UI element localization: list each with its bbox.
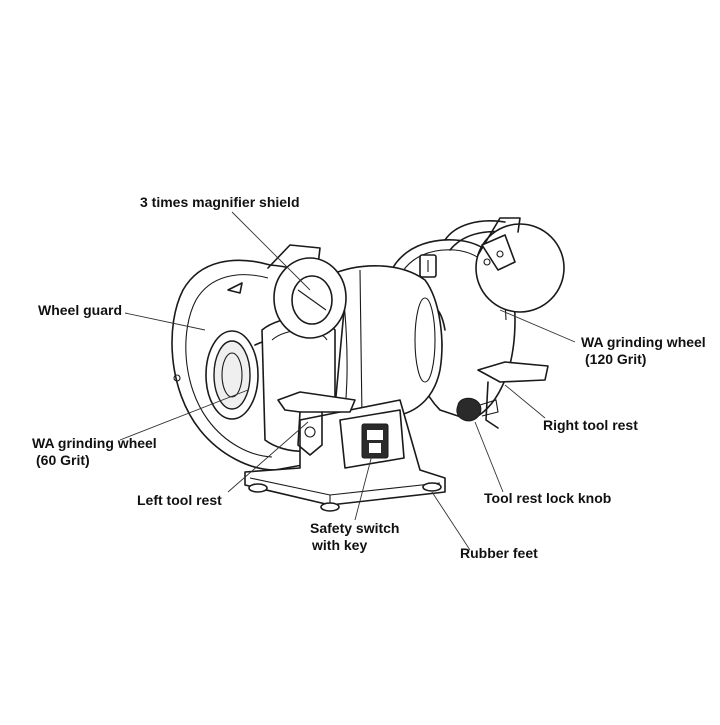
left-grinding-wheel xyxy=(205,330,321,421)
label-magnifier-shield: 3 times magnifier shield xyxy=(140,194,300,211)
label-rubber-feet: Rubber feet xyxy=(460,545,538,562)
left-magnifier-shield xyxy=(267,244,347,339)
safety-switch xyxy=(339,409,405,469)
label-text: Wheel guard xyxy=(38,302,123,318)
motor-housing xyxy=(329,265,443,421)
label-right-tool-rest: Right tool rest xyxy=(543,417,638,434)
leader-lines xyxy=(119,211,576,551)
left-tool-rest xyxy=(277,391,356,456)
tool-rest-lock-knob xyxy=(456,397,499,422)
label-line-1: WA grinding wheel xyxy=(32,435,157,451)
label-lock-knob: Tool rest lock knob xyxy=(484,490,611,507)
label-line-2: (60 Grit) xyxy=(36,452,90,468)
label-line-2: with key xyxy=(312,537,368,553)
label-wheel-guard: Wheel guard xyxy=(38,302,122,319)
label-safety-switch: Safety switch with key xyxy=(310,520,399,554)
label-wheel-120-grit: WA grinding wheel (120 Grit) xyxy=(581,334,706,368)
right-tool-rest xyxy=(477,361,549,429)
label-left-tool-rest: Left tool rest xyxy=(137,492,222,509)
label-text: Left tool rest xyxy=(137,492,222,508)
label-line-1: WA grinding wheel xyxy=(581,334,706,350)
label-text: Right tool rest xyxy=(543,417,638,433)
label-line-1: Safety switch xyxy=(310,520,400,536)
label-line-2: (120 Grit) xyxy=(585,351,647,367)
right-magnifier-shield xyxy=(419,217,565,313)
label-wheel-60-grit: WA grinding wheel (60 Grit) xyxy=(32,435,157,469)
label-text: Tool rest lock knob xyxy=(484,490,612,506)
label-text: 3 times magnifier shield xyxy=(140,194,300,210)
label-text: Rubber feet xyxy=(460,545,538,561)
